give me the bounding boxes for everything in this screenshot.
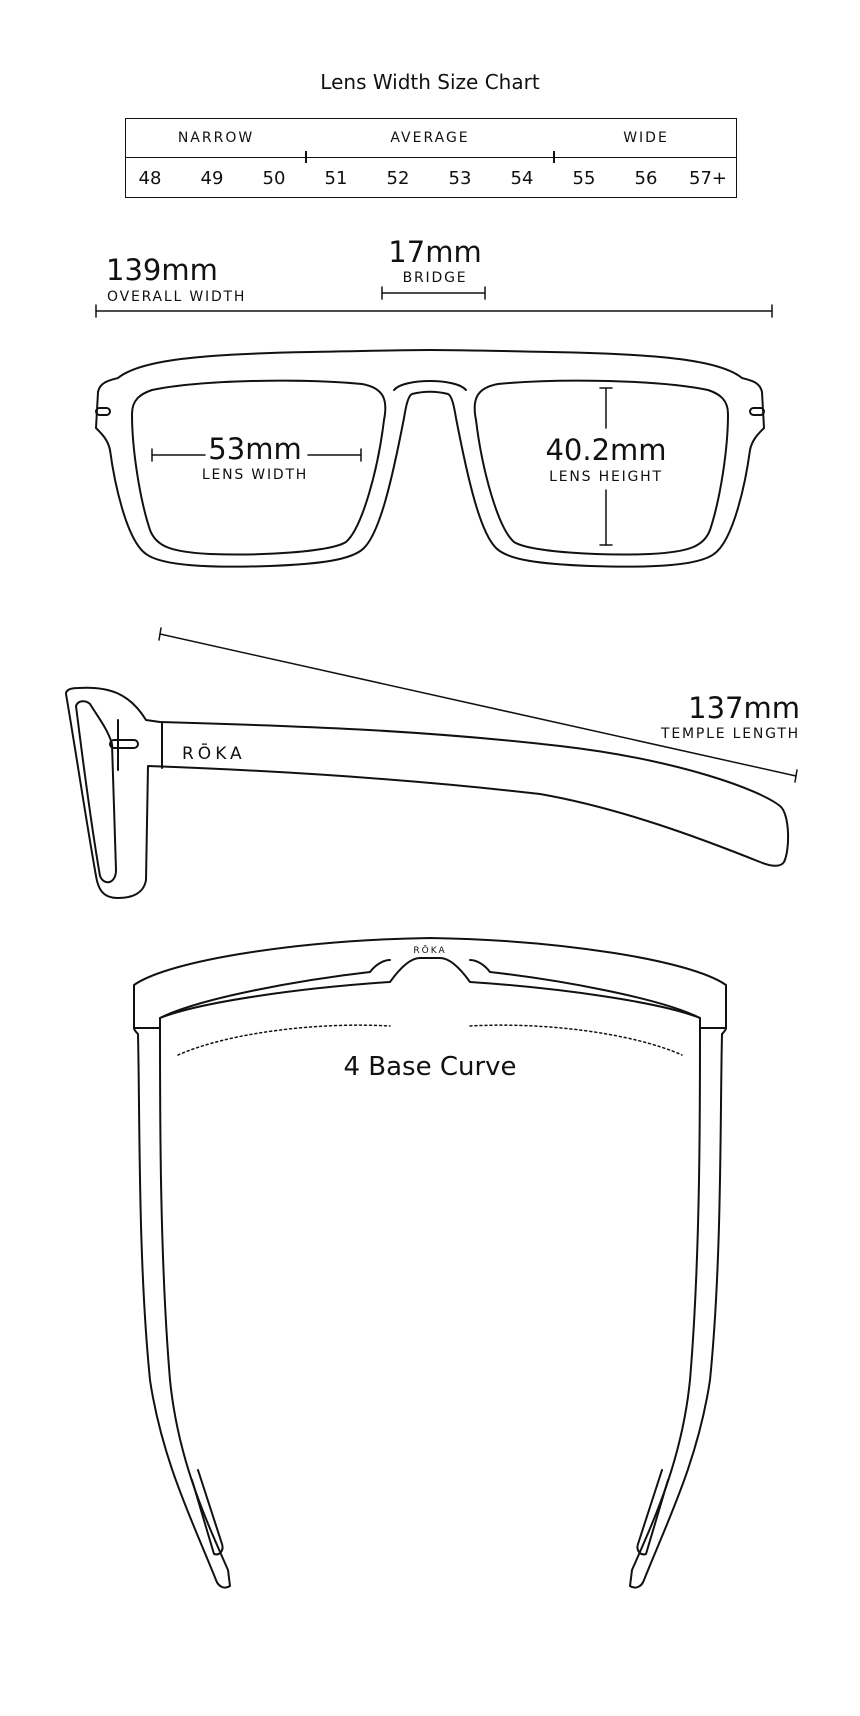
bridge-label: BRIDGE [402,270,468,286]
size-53: 53 [448,168,472,189]
lens-width-label: LENS WIDTH [201,467,309,483]
brand-logo-top: RŌKA [413,946,447,956]
category-divider [553,151,555,163]
overall-width-dimension-line [95,304,773,318]
chart-title: Lens Width Size Chart [320,70,540,94]
size-table: NARROW AVERAGE WIDE 48 49 50 51 52 53 54… [125,118,737,198]
lens-width-dimension-line [151,448,362,462]
lens-height-dimension-line [599,387,613,546]
overall-width-value: 139mm [106,253,218,287]
temple-length-value: 137mm [688,691,800,725]
size-56: 56 [634,168,658,189]
base-curve-label: 4 Base Curve [343,1052,517,1082]
category-narrow: NARROW [177,130,255,146]
category-average: AVERAGE [390,130,470,146]
size-57-plus: 57+ [689,168,727,189]
front-view-frame [95,349,765,568]
lens-height-label: LENS HEIGHT [549,469,663,485]
category-wide: WIDE [623,130,669,146]
size-48: 48 [138,168,162,189]
bridge-dimension-line [381,286,486,300]
lens-width-value: 53mm [208,432,302,466]
size-table-header: NARROW AVERAGE WIDE [126,119,736,163]
size-52: 52 [386,168,410,189]
size-50: 50 [262,168,286,189]
bridge-value: 17mm [388,235,482,269]
size-51: 51 [324,168,348,189]
lens-height-value: 40.2mm [545,433,667,467]
size-54: 54 [510,168,534,189]
size-55: 55 [572,168,596,189]
category-divider [305,151,307,163]
side-view-frame [65,686,790,899]
brand-logo-side: RŌKA [182,744,246,764]
overall-width-label: OVERALL WIDTH [107,289,247,305]
size-49: 49 [200,168,224,189]
temple-length-dimension-line [158,627,798,783]
top-view-frame [133,937,727,1589]
temple-length-label: TEMPLE LENGTH [661,726,800,742]
